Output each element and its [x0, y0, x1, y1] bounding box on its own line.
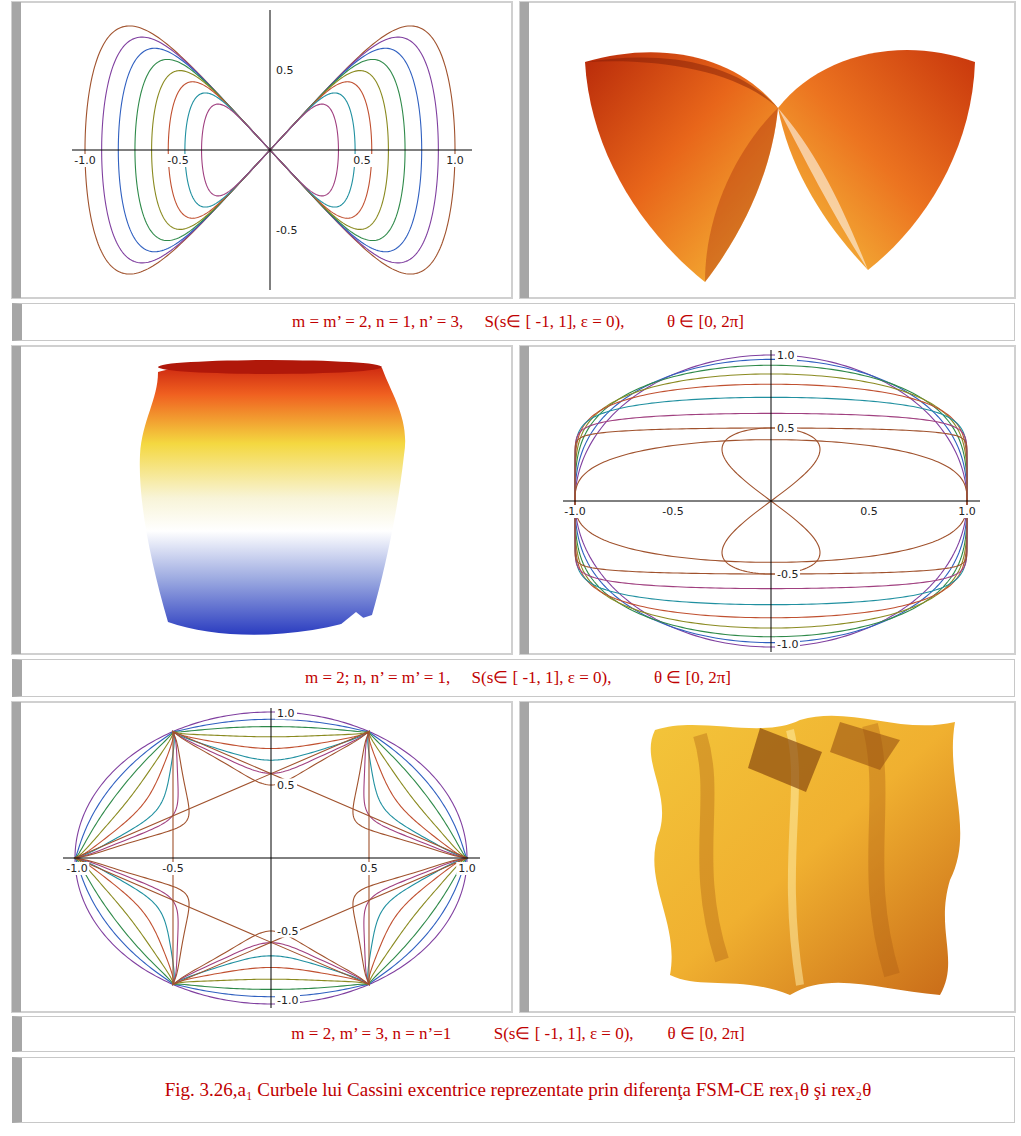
tick-label: 1.0 — [444, 154, 466, 167]
parameter-band: m = m’ = 2, n = 1, n’ = 3, S(s∈ [ -1, 1]… — [12, 303, 1015, 341]
surface-bowtie — [585, 50, 975, 282]
parameter-text: m = 2; n, n’ = m’ = 1, S(s∈ [ -1, 1], ε … — [305, 667, 731, 689]
tick-label: -0.5 — [275, 925, 300, 938]
panel-frame — [520, 346, 1015, 654]
panel-bar — [520, 2, 529, 298]
axis-line — [771, 350, 772, 652]
surface-inner — [748, 728, 822, 792]
tick-label: -1.0 — [562, 505, 587, 518]
panel-bar — [520, 346, 529, 654]
tick-label: -0.5 — [274, 224, 299, 237]
surface-notch — [340, 612, 366, 630]
tick-label: 1.0 — [775, 349, 797, 362]
figure-caption: Fig. 3.26,a₁ Curbele lui Cassini excentr… — [12, 1057, 1015, 1123]
axis-line — [72, 150, 472, 151]
panel-frame — [520, 2, 1015, 298]
surface-vase — [140, 360, 405, 635]
axis-line — [271, 708, 272, 1008]
surface-fold — [585, 57, 778, 108]
parameter-band: m = 2, m’ = 3, n = n’=1 S(s∈ [ -1, 1], ε… — [12, 1016, 1015, 1052]
panel-frames — [12, 2, 1015, 1012]
tick-label: -0.5 — [775, 568, 800, 581]
surface-twist — [651, 716, 961, 995]
tick-label: 0.5 — [775, 422, 797, 435]
panel-bar — [520, 702, 529, 1012]
surface-fold — [705, 108, 778, 282]
tick-label: -0.5 — [660, 505, 685, 518]
panel-bar — [12, 346, 21, 654]
parameter-text: m = m’ = 2, n = 1, n’ = 3, S(s∈ [ -1, 1]… — [292, 311, 744, 333]
panel-frame — [520, 702, 1015, 1012]
panel-frame — [12, 2, 512, 298]
tick-label: 0.5 — [275, 779, 297, 792]
surface-lobe — [778, 50, 975, 270]
tick-label: 0.5 — [858, 505, 880, 518]
surface-body — [140, 362, 405, 635]
axis-line — [270, 10, 271, 290]
surface-body — [651, 716, 961, 995]
surface-fold — [700, 735, 722, 960]
tick-label: 0.5 — [351, 154, 373, 167]
surface-inner — [830, 722, 900, 770]
tick-label: 0.5 — [274, 64, 296, 77]
tick-label: 1.0 — [275, 707, 297, 720]
parameter-band: m = 2; n, n’ = m’ = 1, S(s∈ [ -1, 1], ε … — [12, 659, 1015, 697]
surface-seam — [778, 108, 868, 270]
parameter-text: m = 2, m’ = 3, n = n’=1 S(s∈ [ -1, 1], ε… — [291, 1023, 744, 1045]
panel-bar — [12, 702, 21, 1012]
surface-lobe — [585, 52, 778, 282]
plot-curves — [63, 10, 980, 1008]
tick-label: -1.0 — [64, 862, 89, 875]
panel-bar — [12, 2, 21, 298]
tick-label: -0.5 — [165, 154, 190, 167]
tick-label: 0.5 — [358, 862, 380, 875]
surface-rim — [158, 360, 382, 374]
tick-label: 1.0 — [956, 505, 978, 518]
panel-frame — [12, 702, 512, 1012]
tick-label: -1.0 — [775, 638, 800, 651]
caption-text: Fig. 3.26,a₁ Curbele lui Cassini excentr… — [165, 1078, 872, 1103]
tick-label: -1.0 — [72, 154, 97, 167]
panel-frame — [12, 346, 512, 654]
tick-label: -0.5 — [160, 862, 185, 875]
tick-label: 1.0 — [456, 862, 478, 875]
tick-label: -1.0 — [275, 994, 300, 1007]
